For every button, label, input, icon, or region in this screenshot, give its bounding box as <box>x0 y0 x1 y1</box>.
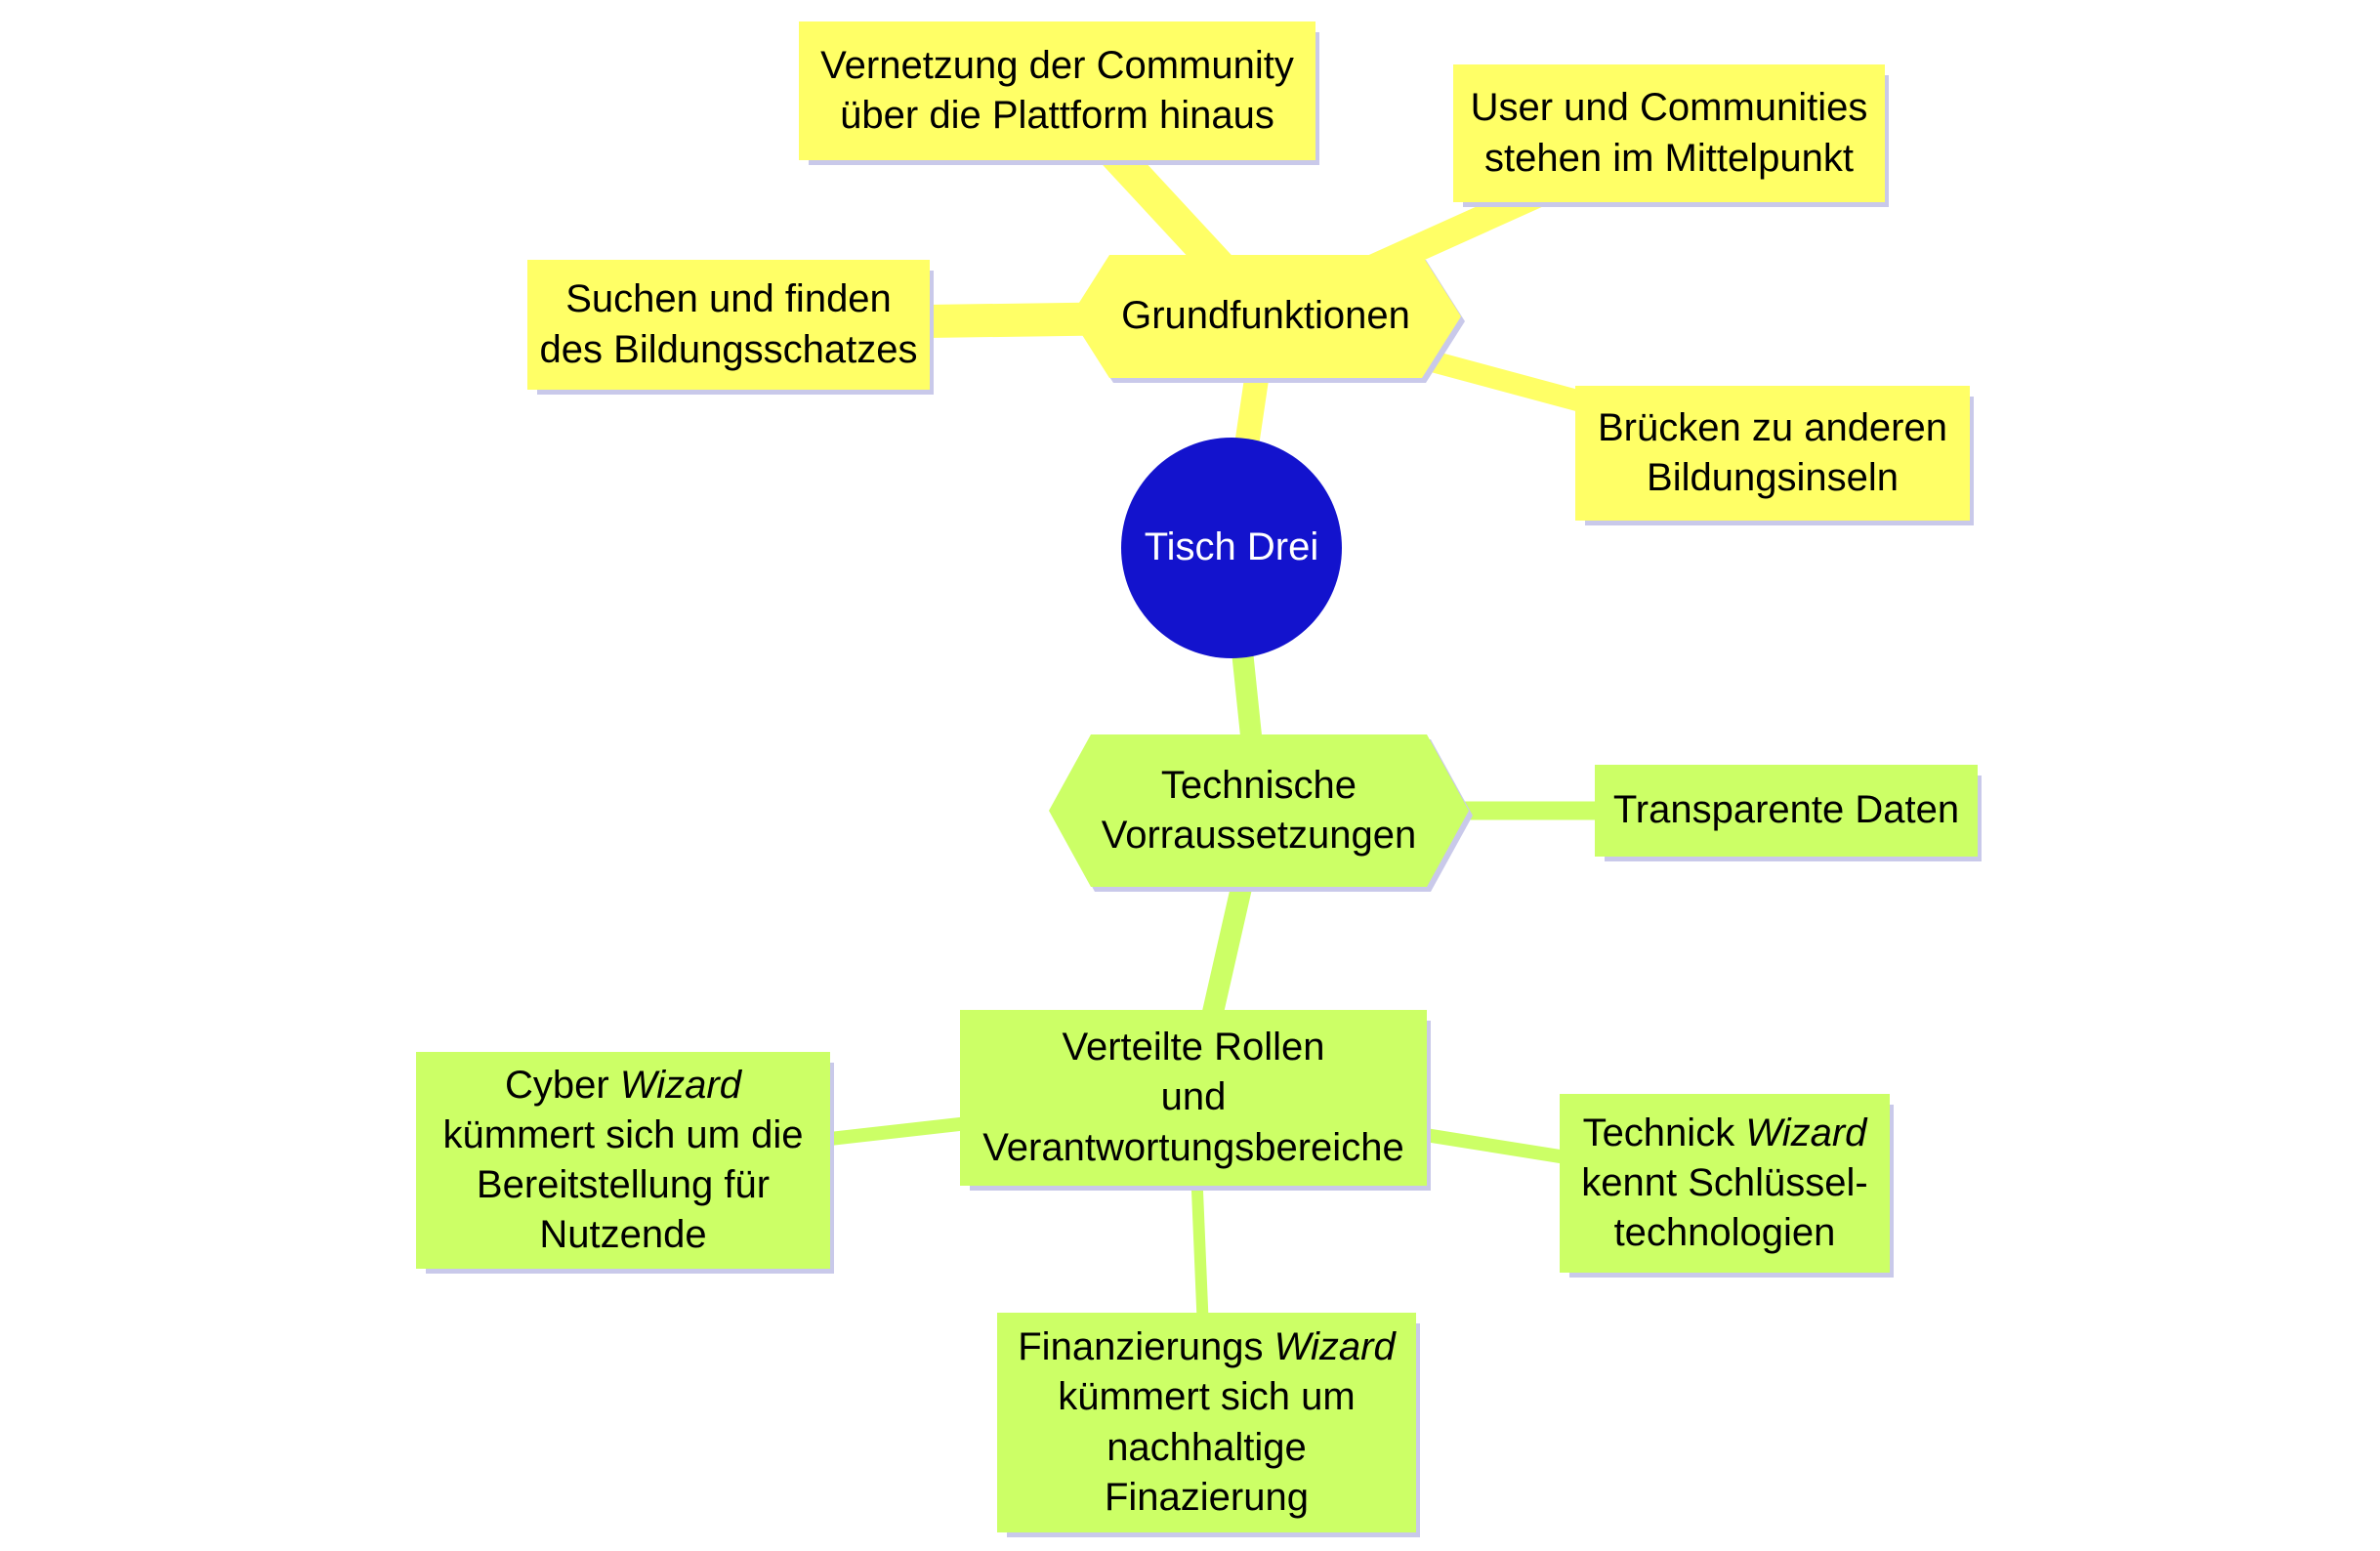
node-technick-wizard[interactable]: Technick Wizard kennt Schlüssel- technol… <box>1560 1094 1890 1273</box>
node-finanzierungs-wizard[interactable]: Finanzierungs Wizard kümmert sich um nac… <box>997 1313 1416 1532</box>
node-grundfunktionen[interactable]: Grundfunktionen <box>1070 255 1461 378</box>
node-technische-shape: Technische Vorraussetzungen <box>1049 734 1469 887</box>
node-grundfunktionen-shape: Grundfunktionen <box>1070 255 1461 378</box>
node-user-communities-label: User und Communities stehen im Mittelpun… <box>1470 86 1868 180</box>
node-center-label: Tisch Drei <box>1144 525 1319 569</box>
node-cyber-wizard[interactable]: Cyber Wizard kümmert sich um die Bereits… <box>416 1052 830 1269</box>
node-finanzierungs-wizard-label: Finanzierungs Wizard kümmert sich um nac… <box>1008 1319 1404 1527</box>
technick-wizard-rest: kennt Schlüssel- technologien <box>1581 1160 1868 1255</box>
node-technische-vorraussetzungen[interactable]: Technische Vorraussetzungen <box>1049 734 1469 887</box>
node-cyber-wizard-label: Cyber Wizard kümmert sich um die Bereits… <box>434 1057 814 1265</box>
finanzierungs-wizard-rest: kümmert sich um nachhaltige Finazierung <box>1058 1375 1356 1519</box>
node-vernetzung[interactable]: Vernetzung der Community über die Plattf… <box>799 21 1315 160</box>
node-vernetzung-label: Vernetzung der Community über die Plattf… <box>820 43 1294 137</box>
cyber-wizard-rest: kümmert sich um die Bereitstellung für N… <box>442 1112 804 1257</box>
finanzierungs-wizard-italic: Wizard <box>1274 1325 1396 1369</box>
node-transparente-daten[interactable]: Transparente Daten <box>1595 765 1978 857</box>
node-grundfunktionen-label: Grundfunktionen <box>1121 294 1410 338</box>
finanzierungs-wizard-prefix: Finanzierungs <box>1018 1325 1274 1369</box>
node-technick-wizard-label: Technick Wizard kennt Schlüssel- technol… <box>1571 1105 1877 1263</box>
node-center-tisch-drei[interactable]: Tisch Drei <box>1121 438 1342 658</box>
node-technische-label: Technische Vorraussetzungen <box>1101 763 1417 857</box>
node-suchen-finden-label: Suchen und finden des Bildungsschatzes <box>539 277 918 371</box>
cyber-wizard-italic: Wizard <box>619 1063 741 1107</box>
node-bruecken-label: Brücken zu anderen Bildungsinseln <box>1597 405 1947 499</box>
node-user-communities[interactable]: User und Communities stehen im Mittelpun… <box>1453 64 1885 202</box>
node-transparente-daten-label: Transparente Daten <box>1612 788 1960 832</box>
node-verteilte-rollen-label: Verteilte Rollen und Verantwortungsberei… <box>982 1026 1404 1169</box>
node-verteilte-rollen[interactable]: Verteilte Rollen und Verantwortungsberei… <box>960 1010 1427 1186</box>
node-bruecken[interactable]: Brücken zu anderen Bildungsinseln <box>1575 386 1970 521</box>
technick-wizard-italic: Wizard <box>1745 1111 1867 1154</box>
cyber-wizard-prefix: Cyber <box>505 1063 620 1107</box>
technick-wizard-prefix: Technick <box>1582 1111 1746 1154</box>
node-suchen-finden[interactable]: Suchen und finden des Bildungsschatzes <box>527 260 930 390</box>
